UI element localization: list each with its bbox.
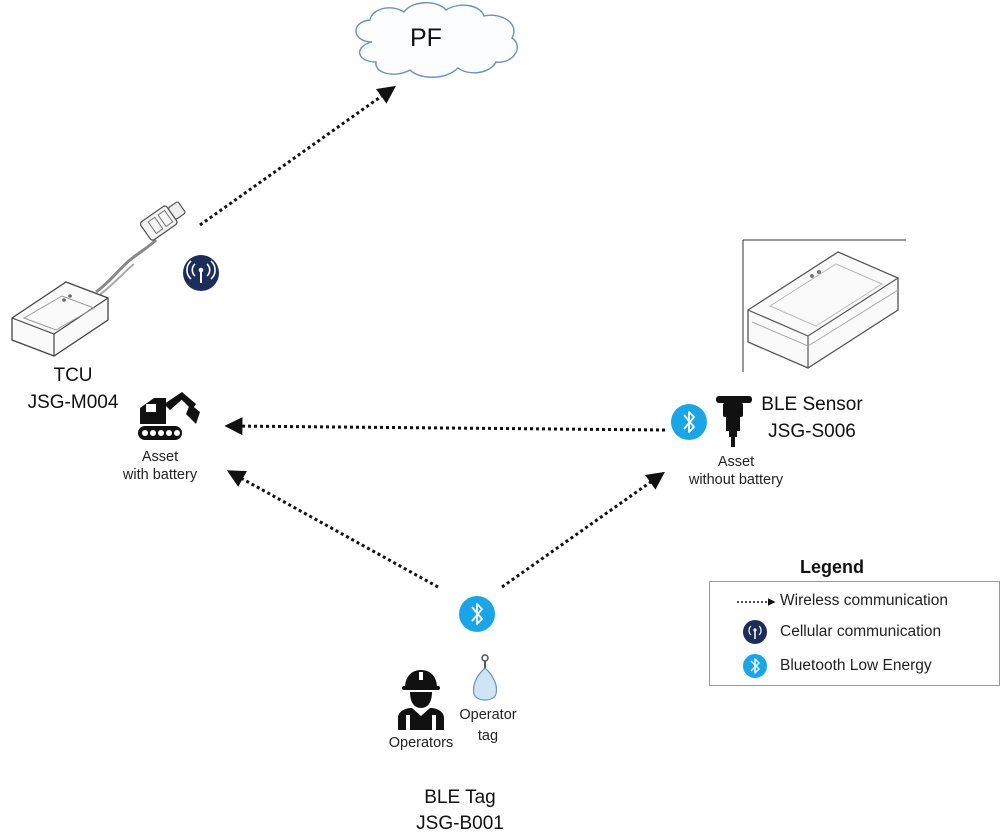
operators-label: Operators [388,735,454,751]
excavator-icon [138,392,200,440]
ble-sensor-model: JSG-S006 [768,421,856,442]
operator-worker-icon [398,670,444,730]
asset-with-battery-line2: with battery [122,467,198,483]
asset-with-battery-line1: Asset [141,449,179,465]
arrow-tcu-to-pf [199,85,396,227]
tcu-device-image [11,201,186,357]
asset-without-battery-line1: Asset [717,454,755,470]
bluetooth-icon [671,404,707,440]
operator-tag-keyfob-icon [472,654,498,701]
pf-label: PF [410,24,442,52]
operator-tag-line1: Operator [459,707,517,723]
asset-without-battery-line2: without battery [688,472,784,488]
pf-cloud-icon [355,2,518,78]
ble-sensor-device-image [742,239,906,372]
ble-tag-model: JSG-B001 [416,813,504,834]
legend-box: Wireless communication Cellular communic… [709,581,1000,686]
ble-tag-name: BLE Tag [424,787,496,808]
bluetooth-icon [743,654,767,678]
legend-label-cellular: Cellular communication [780,623,942,640]
jackhammer-icon [716,396,752,447]
ble-sensor-name: BLE Sensor [761,394,863,415]
arrow-tag-to-sensor [501,471,665,589]
bluetooth-icon [459,596,495,632]
cellular-antenna-icon [743,620,767,644]
legend-label-bluetooth: Bluetooth Low Energy [780,657,932,674]
tcu-name: TCU [53,365,93,386]
operator-tag-line2: tag [477,728,499,744]
arrow-tag-to-asset [226,470,439,589]
cellular-antenna-icon [183,255,219,291]
arrow-sensor-to-asset [224,417,666,436]
legend-label-wireless: Wireless communication [780,592,948,609]
legend-title: Legend [800,557,865,577]
tcu-model: JSG-M004 [27,392,119,413]
